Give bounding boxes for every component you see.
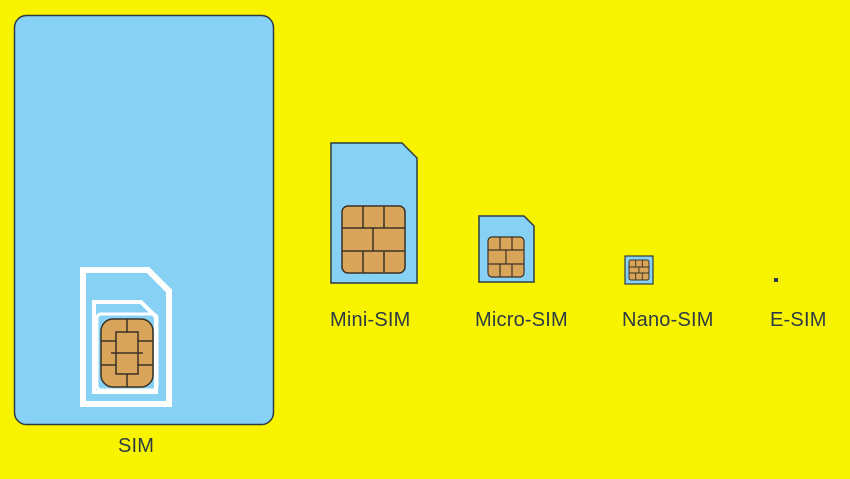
mini-sim-card-icon <box>330 142 418 284</box>
sim-label: SIM <box>118 435 155 457</box>
esim-dot-icon <box>774 278 778 282</box>
nano-sim-label: Nano-SIM <box>622 309 714 331</box>
esim-label: E-SIM <box>770 309 827 331</box>
mini-sim-label: Mini-SIM <box>330 309 411 331</box>
sim-card-icon <box>13 14 275 426</box>
nano-sim-card-icon <box>624 255 654 285</box>
micro-sim-card-icon <box>478 215 535 283</box>
micro-sim-label: Micro-SIM <box>475 309 568 331</box>
